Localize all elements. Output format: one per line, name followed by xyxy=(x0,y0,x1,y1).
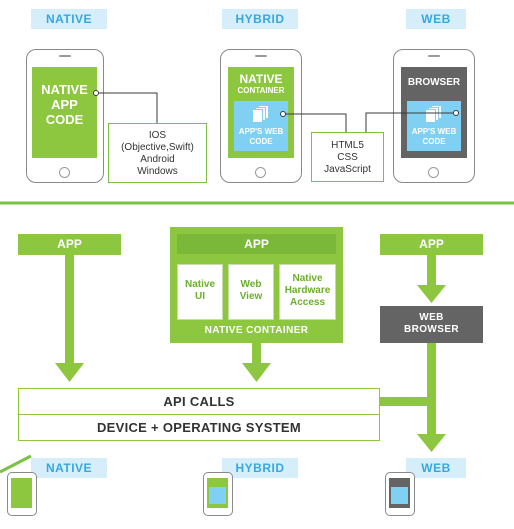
connector-dot xyxy=(93,90,99,96)
browser-api-link xyxy=(380,397,427,406)
hybrid-native-container: APP Native UI Web View Native Hardware A… xyxy=(170,227,343,343)
component-line: View xyxy=(239,291,263,302)
hybrid-small-phone xyxy=(203,472,233,516)
note-line: IOS xyxy=(148,130,167,141)
native-platforms-note: IOS (Objective,Swift) Android Windows xyxy=(108,123,207,183)
component-line: Native xyxy=(184,279,215,290)
native-screen-line: NATIVE xyxy=(41,82,88,97)
native-hardware-access-box: Native Hardware Access xyxy=(279,264,336,320)
hybrid-arrow-head xyxy=(242,363,271,382)
web-label: WEB xyxy=(406,9,466,29)
connector-dot xyxy=(453,110,459,116)
native-arrow-head xyxy=(55,363,84,382)
native-label: NATIVE xyxy=(31,9,107,29)
hybrid-bottom-label: HYBRID xyxy=(222,458,298,478)
component-line: Access xyxy=(289,297,326,308)
native-small-phone xyxy=(7,472,37,516)
hybrid-label: HYBRID xyxy=(222,9,298,29)
hybrid-app-label: APP xyxy=(244,237,269,251)
hybrid-screen-subtitle: CONTAINER xyxy=(237,86,285,95)
note-line: CSS xyxy=(337,152,358,163)
note-line: (Objective,Swift) xyxy=(121,142,194,153)
browser-line: BROWSER xyxy=(403,324,460,335)
web-web-code-box: APP'S WEB CODE xyxy=(407,101,461,151)
hybrid-screen-title: NATIVE xyxy=(239,72,283,86)
note-line: Windows xyxy=(137,166,178,177)
native-ui-box: Native UI xyxy=(177,264,223,320)
browser-title: BROWSER xyxy=(407,77,461,88)
native-bottom-label: NATIVE xyxy=(31,458,107,478)
note-line: Android xyxy=(140,154,175,165)
hybrid-screen: NATIVE CONTAINER APP'S WEB CODE xyxy=(228,67,294,158)
web-browser-arrow-head xyxy=(417,434,446,452)
native-small-screen xyxy=(11,478,32,508)
native-corner-line xyxy=(0,454,32,474)
device-os-box: DEVICE + OPERATING SYSTEM xyxy=(18,414,380,441)
note-line: HTML5 xyxy=(331,140,364,151)
component-line: Web xyxy=(240,279,262,290)
hybrid-languages-note: HTML5 CSS JavaScript xyxy=(311,132,384,182)
hybrid-phone: NATIVE CONTAINER APP'S WEB CODE xyxy=(220,49,302,183)
component-line: UI xyxy=(195,291,205,302)
documents-icon xyxy=(252,105,269,123)
component-line: Native xyxy=(292,273,323,284)
component-line: Hardware xyxy=(284,285,331,296)
web-code-line: APP'S WEB xyxy=(411,127,457,136)
web-small-screen xyxy=(389,478,410,508)
web-small-phone xyxy=(385,472,415,516)
native-phone: NATIVE APP CODE xyxy=(26,49,104,183)
web-code-line: APP'S WEB xyxy=(238,127,284,136)
native-screen: NATIVE APP CODE xyxy=(32,67,97,158)
hybrid-app-bar: APP xyxy=(177,234,336,254)
hybrid-web-code-box: APP'S WEB CODE xyxy=(234,101,288,151)
native-screen-line: CODE xyxy=(45,112,84,127)
native-screen-line: APP xyxy=(51,97,78,112)
web-browser-arrow-shaft xyxy=(427,343,436,434)
web-app-arrow-head xyxy=(417,285,446,303)
native-app-box: APP xyxy=(18,234,121,255)
hybrid-small-screen xyxy=(207,478,228,508)
native-arrow-shaft xyxy=(65,255,74,363)
documents-icon xyxy=(425,105,442,123)
web-view-box: Web View xyxy=(228,264,274,320)
callout-connectors xyxy=(96,92,456,132)
note-line: JavaScript xyxy=(324,164,371,175)
connector-dot xyxy=(280,111,286,117)
native-container-label: NATIVE CONTAINER xyxy=(204,325,309,336)
api-calls-box: API CALLS xyxy=(18,388,380,415)
web-app-arrow-shaft xyxy=(427,255,436,285)
web-browser-box: WEB BROWSER xyxy=(380,306,483,343)
hybrid-arrow-shaft xyxy=(252,343,261,363)
web-code-line: CODE xyxy=(422,137,446,146)
browser-line: WEB xyxy=(419,312,444,323)
web-code-line: CODE xyxy=(249,137,273,146)
web-app-box: APP xyxy=(380,234,483,255)
web-bottom-label: WEB xyxy=(406,458,466,478)
